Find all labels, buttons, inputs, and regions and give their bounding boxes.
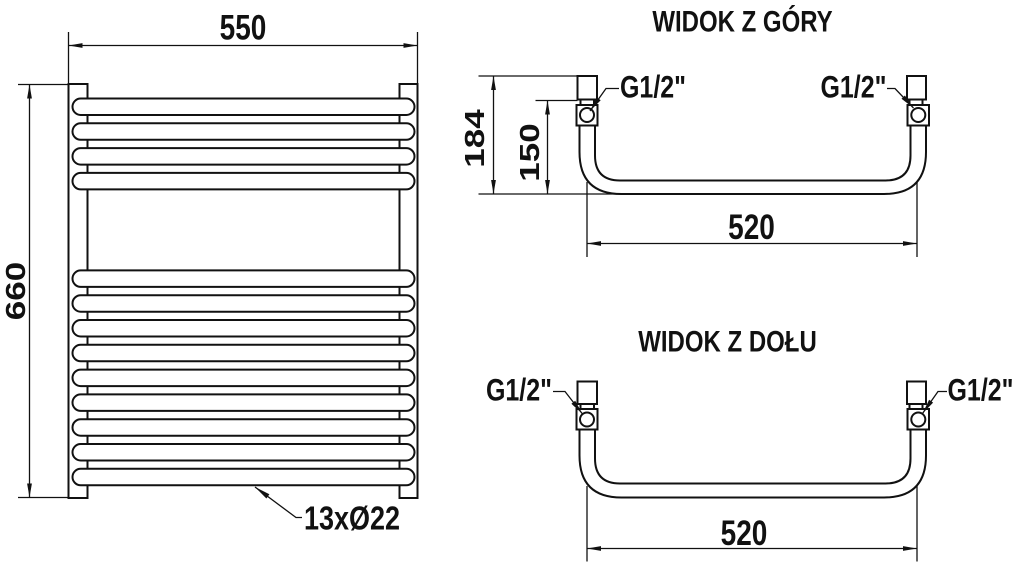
thread-callout-bottom-right: G1/2" [921, 372, 1014, 414]
thread-callout-top-right: G1/2" [820, 69, 914, 109]
dimension-height-660: 660 [0, 83, 69, 499]
dimension-spacing-520-top: 520 [586, 182, 918, 257]
tube-count-label: 13xØ22 [304, 500, 400, 538]
left-collector [67, 83, 89, 499]
dimension-depth-150: 150 [514, 99, 578, 194]
top-view-left-connector [575, 75, 599, 127]
bottom-view-pipe-inner [594, 429, 912, 485]
tube-count-callout: 13xØ22 [254, 486, 400, 538]
top-view: WIDOK Z GÓRY 184 [459, 4, 930, 257]
top-view-right-connector [906, 75, 930, 127]
thread-callout-bottom-left: G1/2" [486, 372, 584, 415]
top-view-pipe-inner [594, 125, 912, 182]
top-view-title: WIDOK Z GÓRY [652, 4, 832, 38]
bottom-view-left-connector [575, 380, 599, 431]
thread-label-bottom-right: G1/2" [948, 372, 1014, 407]
thread-hole-icon [579, 107, 595, 123]
front-view: 550 660 13xØ22 [0, 8, 419, 538]
thread-callout-top-left: G1/2" [589, 69, 686, 112]
dim-550-label: 550 [220, 8, 267, 48]
dimension-depth-184: 184 [459, 75, 621, 195]
top-view-pipe-outer [578, 125, 927, 195]
bottom-view-pipe-outer [578, 429, 927, 499]
dim-520-top-label: 520 [728, 207, 775, 247]
dimension-width-550: 550 [67, 8, 419, 84]
thread-label-top-left: G1/2" [620, 69, 686, 104]
dim-660-label: 660 [0, 262, 31, 320]
dim-150-label: 150 [514, 123, 546, 181]
dim-520-bottom-label: 520 [721, 513, 768, 553]
dim-184-label: 184 [459, 109, 491, 168]
thread-hole-icon [579, 411, 595, 428]
bottom-view-title: WIDOK Z DOŁU [638, 324, 817, 358]
right-collector [398, 83, 419, 499]
dimension-spacing-520-bottom: 520 [586, 486, 918, 562]
thread-label-bottom-left: G1/2" [486, 372, 552, 407]
thread-hole-icon [910, 107, 927, 123]
tube-rungs [71, 97, 416, 487]
thread-hole-icon [910, 411, 927, 428]
thread-label-top-right: G1/2" [820, 69, 886, 104]
bottom-view: WIDOK Z DOŁU 520 [486, 324, 1014, 562]
bottom-view-right-connector [906, 380, 930, 431]
